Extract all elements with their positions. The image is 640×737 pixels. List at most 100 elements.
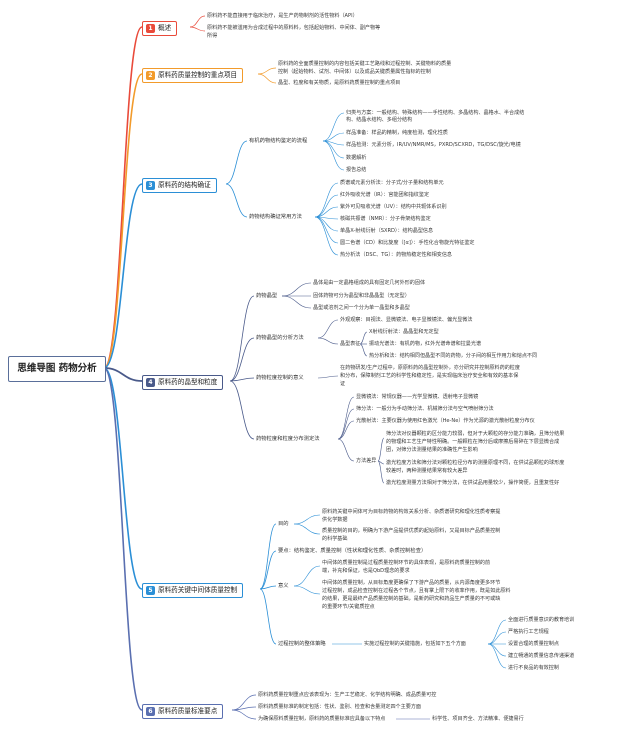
connector-line <box>259 588 277 645</box>
connector-line <box>359 343 368 357</box>
list-item: 进行不良品的有效控制 <box>508 665 559 671</box>
leaf-text: 控制（起始物料、试剂、中间体）以及成品关键质量属性指标的控制 <box>278 69 431 75</box>
connector-line <box>322 140 345 171</box>
connector-line <box>314 216 339 244</box>
leaf-text: 在药物研发/生产过程中，原原料药的晶型控制外，亦分研究并控制原料药的粒度 <box>340 365 520 371</box>
leaf-text: 所得 <box>207 33 218 39</box>
leaf-text: 激光粒度测量方法相对于筛分法，在供试品用量较少，操作简便，且重复性好 <box>386 480 560 486</box>
branch-label: 原料药质量标准要点 <box>158 707 218 715</box>
connector-line <box>377 460 385 465</box>
branch-number-badge: 2 <box>146 71 155 80</box>
leaf-text: 的结果，更是最终产品质量控制的基础，是新药研究和药品生产质量的不可或缺 <box>322 596 501 602</box>
connector-line <box>231 706 257 711</box>
leaf-text: 归类与方案：一般结构、特殊结构——手性结构、多晶结构、晶格水、半合成结 <box>346 110 525 116</box>
branch-key-items[interactable]: 2 原料药质量控制的重点项目 <box>142 68 244 83</box>
list-item: 严格执行工艺规程 <box>508 629 549 635</box>
connector-line <box>189 15 206 28</box>
connector-line <box>103 367 143 590</box>
leaf-text: 核磁共振谱（NMR）：分子骨架结构鉴定 <box>340 216 431 222</box>
branch-number-badge: 5 <box>146 586 155 595</box>
connector-line <box>259 585 277 590</box>
branch-intermediate[interactable]: 5 原料药关键中间体质量控制 <box>142 583 244 598</box>
connector-line <box>229 377 255 382</box>
leaf-text: 质谱或元素分析法：分子式/分子量和结构单元 <box>340 180 444 186</box>
connector-line <box>314 216 339 256</box>
leaf-text: 证 <box>340 381 346 387</box>
leaf-text: 的物理和工艺生产特性明确。一般颗粒在筛分后或摩擦后易碎在下层显微合成 <box>386 439 560 445</box>
connector-line <box>293 523 321 535</box>
connector-line <box>337 408 355 440</box>
branch-label: 概述 <box>158 24 172 32</box>
subtopic-label[interactable]: 药物晶型的分析方法 <box>256 335 304 341</box>
branch-label: 原料药关键中间体质量控制 <box>158 586 238 594</box>
connector-line <box>257 67 277 75</box>
leaf-text: 热分析和法：结构相同但晶型不同的药物，分子间的相互作用力和熔点不同 <box>369 353 538 359</box>
subtopic-label[interactable]: 药物粒度控制的意义 <box>256 375 304 381</box>
branch-structure[interactable]: 3 原料药的结构确证 <box>142 178 217 193</box>
leaf-text: 原料药的全面质量控制的内容包括关键工艺路线和过程控制、关键物料的质量 <box>278 61 452 67</box>
connector-line <box>322 132 345 142</box>
branch-number-badge: 4 <box>146 378 155 387</box>
connector-line <box>189 26 206 32</box>
leaf-text: 激光粒度方法和筛分法对颗粒粒径分布的测量原理不同，在供试品颗粒的球形度 <box>386 460 565 466</box>
connector-line <box>103 367 143 382</box>
connector-line <box>314 194 339 218</box>
subtopic-label[interactable]: 意义 <box>278 583 289 589</box>
leaf-text: 为确保原料质量控制，原料药的质量标准应具备以下特点 <box>258 716 386 722</box>
leaf-text: 外观观察：目视法、显微镜法、电子显微镜法、偏光显微法 <box>340 317 473 323</box>
connector-line <box>314 182 339 218</box>
connector-line <box>229 380 255 440</box>
subtopic-label[interactable]: 目的 <box>278 521 289 527</box>
leaf-text: 原料药不能直接用于临床治疗，是生产药物制剂的活性物料（API） <box>207 13 358 19</box>
leaf-text: 固体药物可分为晶型和非晶晶型（无定型） <box>313 293 410 299</box>
leaf-text: 显微镜法：常规仪器——光学显微镜、透射电子显微镜 <box>356 394 479 400</box>
leaf-text: 的科学基础 <box>322 536 348 542</box>
leaf-text: 过程控制，成品检查控制在过程各个节点，且有掌上限下的收率作用，既是如此原料 <box>322 588 511 594</box>
subtopic-label[interactable]: 有机药物结构鉴定的流程 <box>249 138 308 144</box>
subtopic-label: 方法差异 <box>356 458 377 464</box>
subtopic-label[interactable]: 要点：结构鉴定、质量控制（性状和理化性质、杂质控制检查） <box>278 548 427 554</box>
branch-quality-standard[interactable]: 6 原料药质量标准要点 <box>142 704 224 719</box>
connector-line <box>259 550 277 590</box>
connector-line <box>359 331 368 345</box>
leaf-text: 端，补充和保证，也是QbD理念的要求 <box>322 568 410 574</box>
branch-label: 原料药的晶型和粒度 <box>158 378 218 386</box>
root-node[interactable]: 思维导图 药物分析 <box>8 356 106 382</box>
leaf-text: 圆二色谱（CD）和比旋度（[α]）：手性化合物旋光特征鉴定 <box>340 240 475 246</box>
connector-line <box>487 643 507 669</box>
leaf-text: 报告总结 <box>346 167 367 173</box>
connector-line <box>259 523 277 590</box>
leaf-text: 振动光谱法：有机药物，红外光谱命谱和拉曼光谱 <box>369 341 482 347</box>
leaf-text: 筛分法：一般分为手动筛分法、机械筛分法与空气喷射筛分法 <box>356 406 494 412</box>
connector-line <box>314 206 339 218</box>
connector-line <box>322 112 345 142</box>
connector-line <box>231 709 257 720</box>
leaf-text: X射线衍射法：晶晶型和无定型 <box>369 329 439 335</box>
leaf-text: 热分析法（DSC、TG）：药物热稳定性和相变信息 <box>340 252 453 258</box>
connector-line <box>225 183 248 218</box>
connector-line <box>103 183 143 369</box>
subtopic-label[interactable]: 药物晶型 <box>256 293 278 299</box>
connector-line <box>317 375 339 379</box>
connector-line <box>231 694 257 711</box>
subtopic-label[interactable]: 药物结构确证常用方法 <box>249 214 302 220</box>
connector-line <box>293 585 321 595</box>
leaf-text: 数据解析 <box>346 155 367 161</box>
branch-overview[interactable]: 1 概述 <box>142 21 178 36</box>
connector-line <box>281 295 312 309</box>
subtopic-label: 晶型表征 <box>340 341 361 347</box>
leaf-text: 红外吸收光谱（IR）：官能团和指纹鉴定 <box>340 192 430 198</box>
subtopic-label[interactable]: 过程控制的整体策略 <box>278 641 326 647</box>
leaf-text: 原料药关键中间体可为目标药物的构效关系分析、杂质谱研究和理化性质考察提 <box>322 509 501 515</box>
connector-line <box>337 396 355 440</box>
connector-line <box>377 437 385 462</box>
connector-line <box>293 565 321 587</box>
subtopic-label[interactable]: 药物粒度和粒度分布测定法 <box>256 436 320 442</box>
leaf-text: 晶型、粒度和有关物质，是原料药质量控制的重点项目 <box>278 80 401 86</box>
connector-line <box>281 282 312 297</box>
leaf-text: 中间体的质量控制是过程质量控制环节的具体表现，是原料药质量控制的前 <box>322 560 491 566</box>
leaf-text: 中间体的质量控制，从目标角度更确保了下游产品的质量，从内源角度更多环节 <box>322 580 501 586</box>
branch-number-badge: 3 <box>146 181 155 190</box>
branch-label: 原料药的结构确证 <box>158 181 211 189</box>
branch-crystal-particle[interactable]: 4 原料药的晶型和粒度 <box>142 375 224 390</box>
